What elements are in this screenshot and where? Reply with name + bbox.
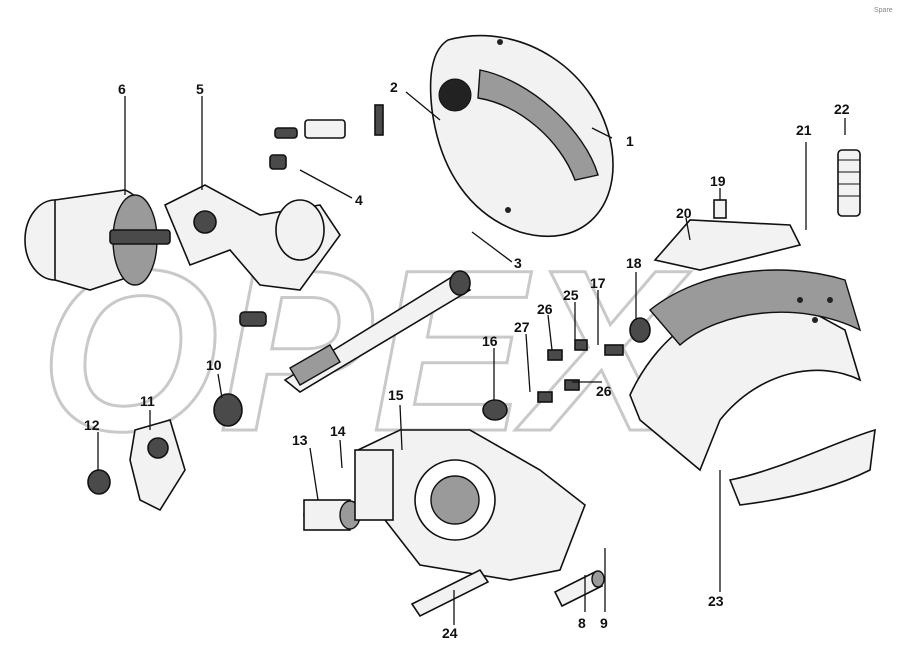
callout-24: 24: [442, 625, 458, 641]
callout-14: 14: [330, 423, 346, 439]
callout-9: 9: [600, 615, 608, 631]
callout-3: 3: [514, 255, 522, 271]
callout-27: 27: [514, 319, 530, 335]
callout-labels: 1 2 3 4 5 6 8 9 10 11 12 13 14 15 16 17 …: [84, 79, 850, 641]
fastener-set: [239, 104, 384, 327]
callout-2: 2: [390, 79, 398, 95]
bushing: [213, 393, 243, 427]
roller: [553, 570, 605, 608]
callout-8: 8: [578, 615, 586, 631]
callout-5: 5: [196, 81, 204, 97]
callout-10: 10: [206, 357, 222, 373]
brake-shoe-assembly: [629, 219, 876, 506]
brake-spider: [354, 429, 586, 581]
callout-4: 4: [355, 192, 363, 208]
callout-1: 1: [626, 133, 634, 149]
anchor-hardware: [482, 317, 651, 421]
camshaft: [283, 270, 472, 393]
callout-13: 13: [292, 432, 308, 448]
slack-adjuster: [129, 419, 186, 512]
anchor-pin: [410, 568, 490, 618]
chamber-bracket: [163, 184, 341, 291]
callout-21: 21: [796, 122, 812, 138]
leader-lines: [97, 91, 846, 625]
callout-26-upper: 26: [537, 301, 553, 317]
callout-22: 22: [834, 101, 850, 117]
callout-11: 11: [140, 393, 155, 409]
callout-6: 6: [118, 81, 126, 97]
callout-26-lower: 26: [596, 383, 612, 399]
brake-chamber: [24, 189, 171, 291]
shoe-pin: [713, 199, 727, 219]
callout-16: 16: [482, 333, 498, 349]
return-spring: [837, 149, 861, 217]
callout-15: 15: [388, 387, 404, 403]
corner-mark: Spare: [874, 7, 893, 14]
callout-20: 20: [676, 205, 692, 221]
nut: [87, 469, 111, 495]
callout-23: 23: [708, 593, 724, 609]
callout-18: 18: [626, 255, 642, 271]
spacer-bushing: [303, 499, 361, 531]
dust-shield-disc: [429, 34, 614, 238]
callout-17: 17: [590, 275, 606, 291]
callout-25: 25: [563, 287, 579, 303]
callout-19: 19: [710, 173, 726, 189]
callout-12: 12: [84, 417, 100, 433]
